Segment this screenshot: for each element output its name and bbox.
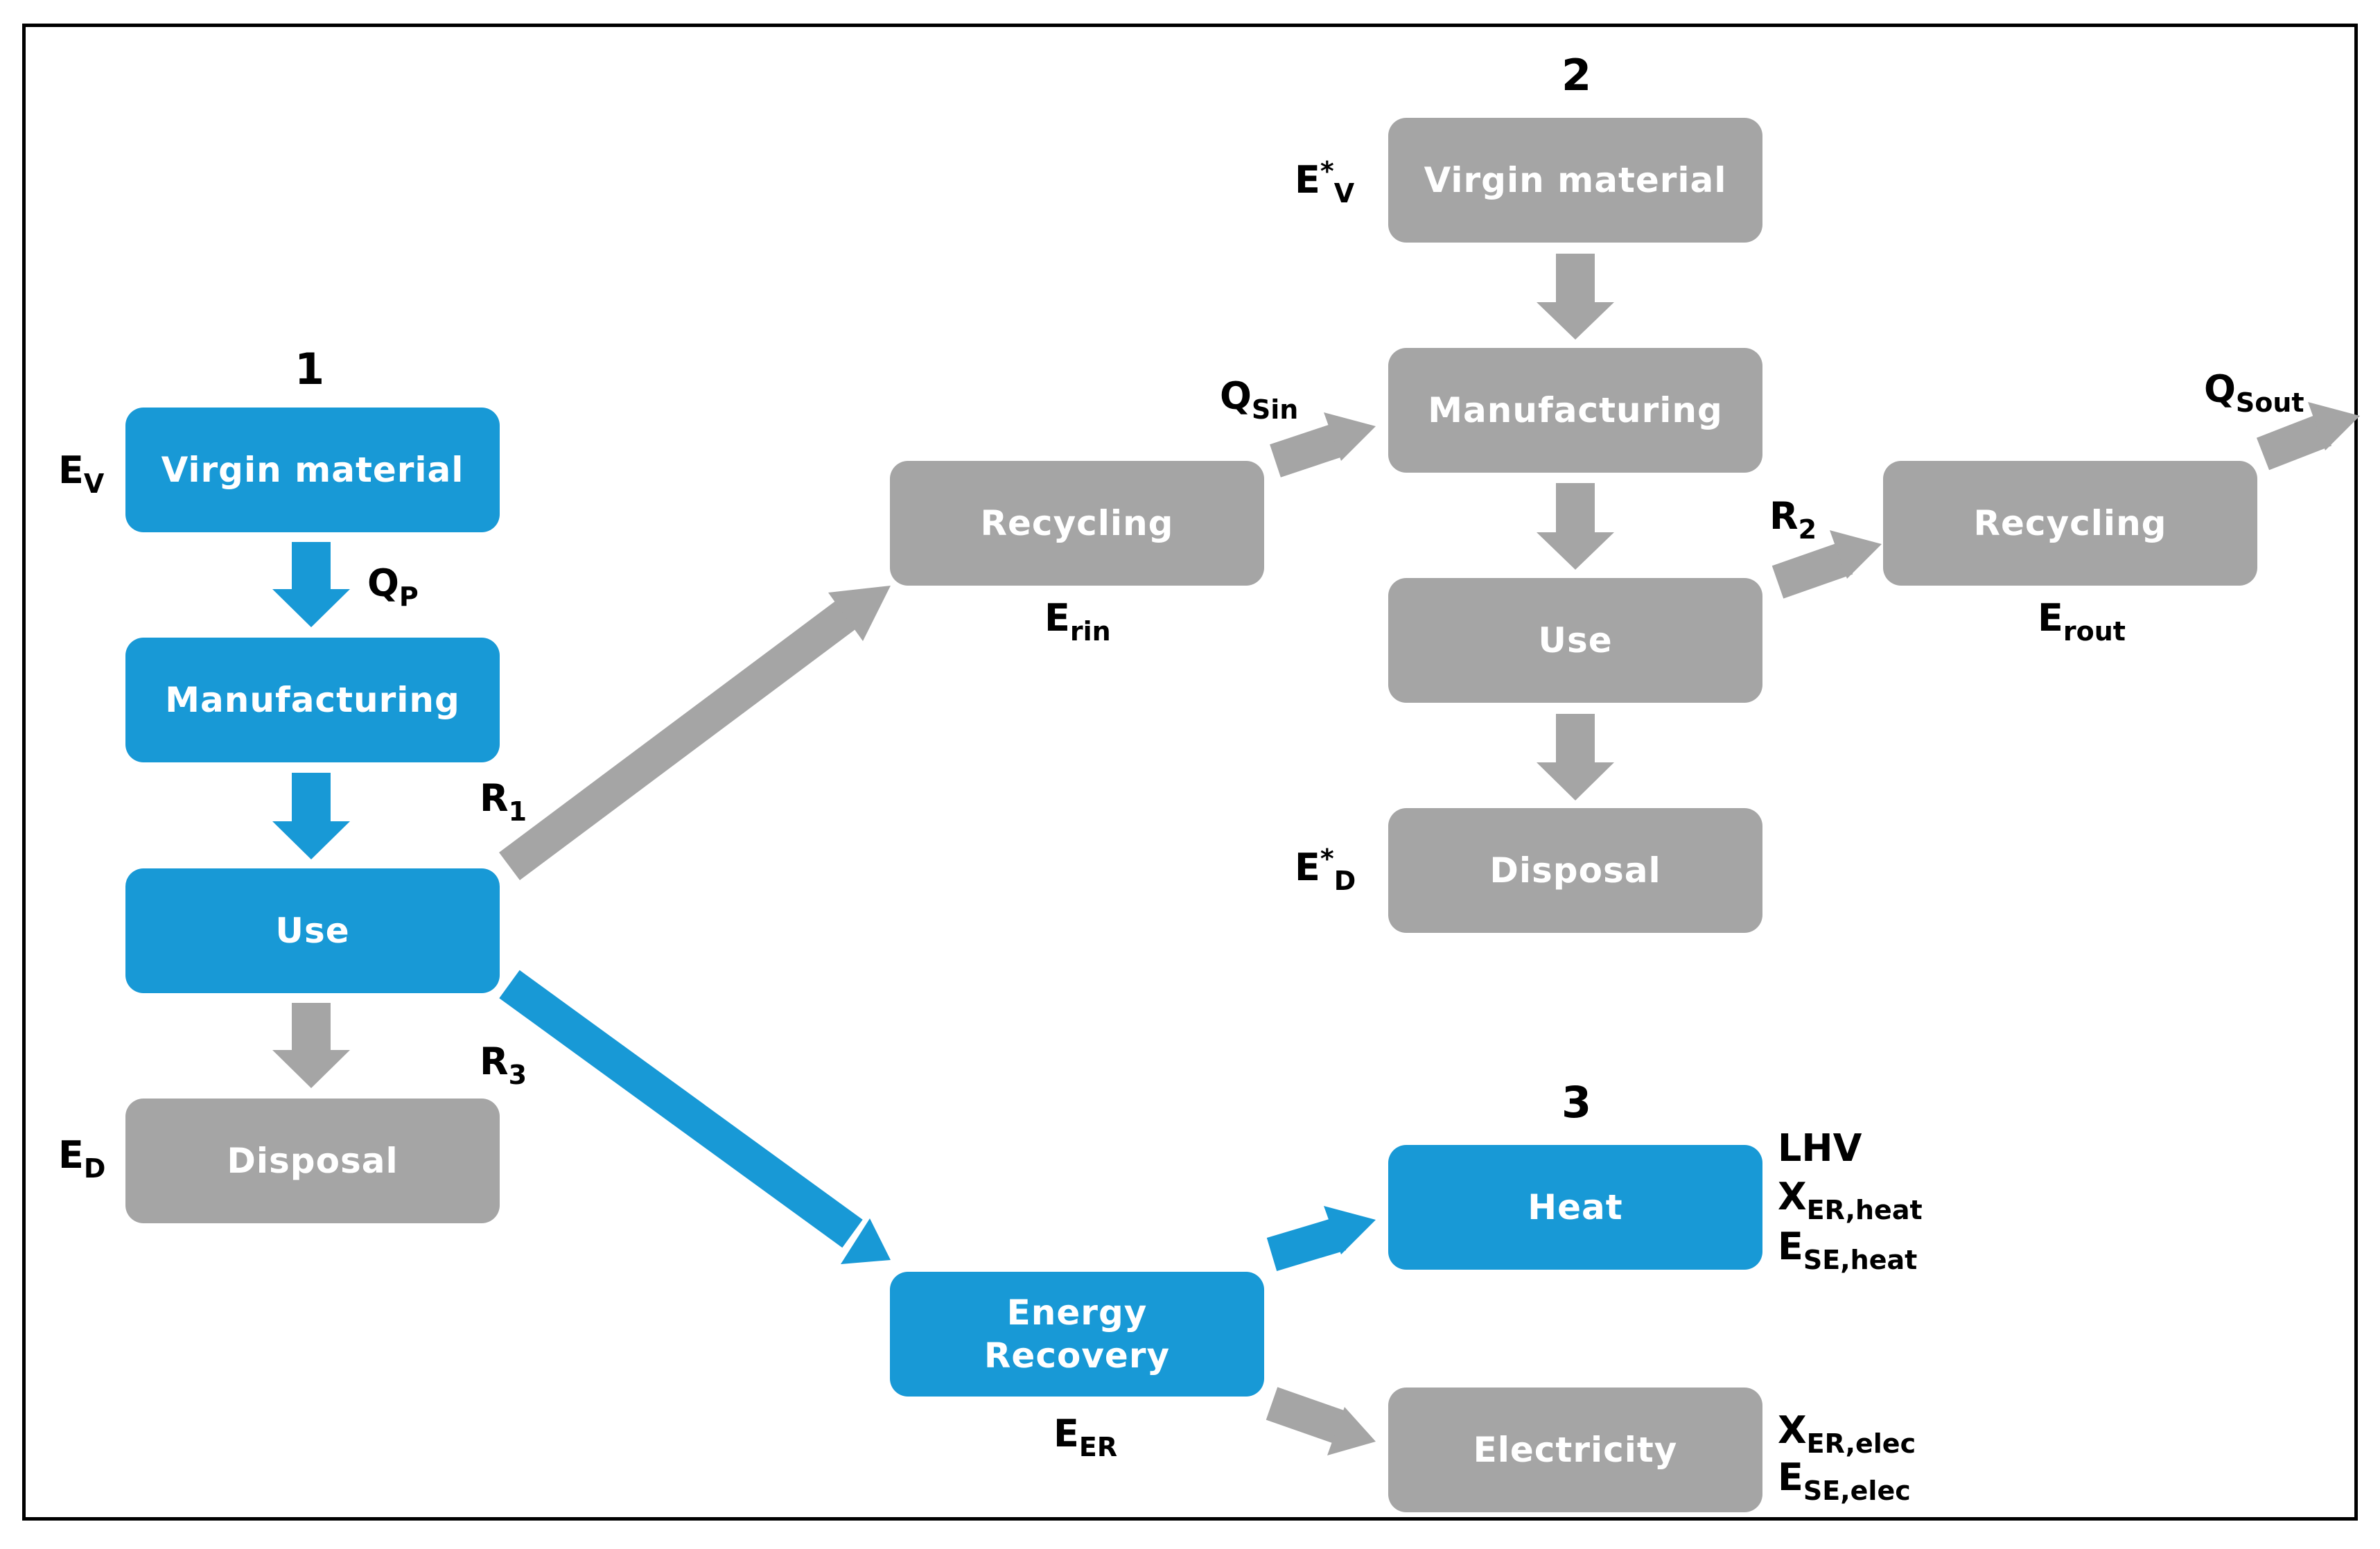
s2-disposal-box: Disposal xyxy=(1388,808,1762,933)
label-qp: QP xyxy=(367,561,419,612)
s2-virgin-material-box: Virgin material xyxy=(1388,118,1762,243)
label-qsin: QSin xyxy=(1220,374,1299,425)
arrow-s2-use-to-disposal xyxy=(1537,714,1614,800)
energy-recovery-box: Energy Recovery xyxy=(890,1272,1264,1397)
label-e-se-heat: ESE,heat xyxy=(1778,1225,1918,1275)
arrow-s2-manufacturing-to-use xyxy=(1537,483,1614,570)
electricity-box: Electricity xyxy=(1388,1388,1762,1512)
s2-manufacturing-box: Manufacturing xyxy=(1388,348,1762,473)
stage-2-number: 2 xyxy=(1561,50,1592,100)
label-erout: Erout xyxy=(2038,596,2126,647)
arrow-use-to-disposal xyxy=(272,1003,350,1088)
label-ed-star: E*D xyxy=(1295,843,1356,896)
label-ev-star: E*V xyxy=(1295,156,1355,209)
s1-virgin-material-box: Virgin material xyxy=(125,408,500,532)
recycling-in-box: Recycling xyxy=(890,461,1264,586)
heat-box: Heat xyxy=(1388,1145,1762,1270)
label-ev: EV xyxy=(58,448,105,499)
arrow-recycling-to-manufacturing xyxy=(1270,412,1376,478)
s1-use-box: Use xyxy=(125,868,500,993)
label-x-er-heat: XER,heat xyxy=(1778,1175,1923,1225)
label-r3: R3 xyxy=(480,1040,527,1090)
s1-disposal-box: Disposal xyxy=(125,1099,500,1223)
arrow-virgin-to-manufacturing xyxy=(272,542,350,627)
diagram-frame xyxy=(22,24,2358,1521)
label-lhv: LHV xyxy=(1778,1126,1862,1170)
s1-manufacturing-box: Manufacturing xyxy=(125,638,500,762)
label-qsout: QSout xyxy=(2204,367,2304,418)
s2-use-box: Use xyxy=(1388,578,1762,703)
label-x-er-elec: XER,elec xyxy=(1778,1408,1916,1459)
arrow-s2-virgin-to-manufacturing xyxy=(1537,254,1614,340)
arrow-manufacturing-to-use xyxy=(272,773,350,859)
arrow-use-to-recycling-out xyxy=(1771,530,1882,599)
arrow-energy-recovery-to-heat xyxy=(1266,1206,1376,1271)
label-erin: Erin xyxy=(1044,596,1111,647)
arrow-use-to-recycling xyxy=(499,586,891,881)
label-ed: ED xyxy=(58,1133,106,1184)
stage-3-number: 3 xyxy=(1561,1077,1592,1128)
label-e-se-elec: ESE,elec xyxy=(1778,1455,1911,1506)
arrow-energy-recovery-to-electricity xyxy=(1266,1387,1376,1455)
arrow-recycling-out-to-next xyxy=(2256,402,2360,471)
arrow-use-to-energy-recovery xyxy=(499,970,891,1264)
label-eer: EER xyxy=(1053,1412,1118,1462)
label-r2: R2 xyxy=(1769,494,1817,545)
stage-1-number: 1 xyxy=(295,344,325,394)
recycling-out-box: Recycling xyxy=(1883,461,2257,586)
label-r1: R1 xyxy=(480,776,527,827)
